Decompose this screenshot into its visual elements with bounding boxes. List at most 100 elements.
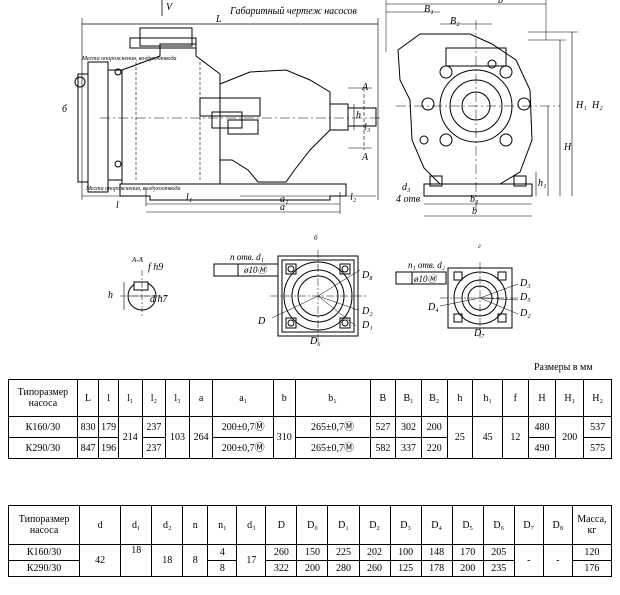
header-cell: Масса, кг [571, 505, 613, 545]
view-b-title: б [314, 234, 318, 242]
label-B2: B₂ [450, 16, 460, 27]
cell-name: К160/30 [7, 544, 81, 561]
flange-mass-table: Типоразмер насоса d d₁ d₂ n n₁ d₃ D D₀ D… [7, 505, 613, 577]
cell-D8: - [542, 544, 573, 577]
cell-b: 310 [272, 416, 296, 459]
cell-H2: 537 [583, 416, 612, 438]
header-cell: D₀ [296, 505, 329, 545]
note-drain-bottom: Места опорожнения, воздухоотвода [85, 185, 180, 192]
cell-B1: 302 [395, 416, 422, 438]
label-b-bottom: b [472, 206, 477, 217]
cell-D3: 125 [389, 560, 422, 577]
header-cell: n₁ [207, 505, 238, 545]
section-f: f h9 [148, 262, 163, 273]
label-A-bottom: A [361, 152, 369, 163]
label-h: h [356, 110, 361, 121]
label-l3: l₃ [364, 122, 371, 133]
cell-a1: 200±0,7Ⓜ [212, 437, 274, 459]
cell-d1: 18 [120, 544, 153, 577]
header-cell: b₁ [294, 379, 371, 417]
header-cell: D₅ [451, 505, 484, 545]
table-row: К160/30 830 179 214 237 103 264 200±0,7Ⓜ… [8, 416, 612, 459]
header-cell: D₇ [513, 505, 544, 545]
view-b-D: D [257, 316, 266, 327]
label-l2: l₂ [350, 192, 357, 203]
label-4-holes: 4 отв [396, 194, 421, 205]
cell-H: 480 [527, 416, 557, 438]
cell-D1: 225 [327, 544, 360, 561]
cell-D7: - [513, 544, 544, 577]
cell-B: 527 [369, 416, 397, 438]
cell-b1: 265±0,7Ⓜ [294, 437, 371, 459]
units-note: Размеры в мм [534, 362, 593, 373]
view-g-D4: D₄ [427, 302, 439, 313]
cell-D6: 235 [482, 560, 515, 577]
label-b-arrow: б [62, 104, 68, 115]
header-cell: n [182, 505, 209, 545]
cell-name: К160/30 [8, 416, 78, 438]
view-b-D6: D₆ [309, 336, 321, 347]
cell-mass: 176 [571, 560, 613, 577]
cell-D5: 170 [451, 544, 484, 561]
cell-D3: 100 [389, 544, 422, 561]
header-cell: b [272, 379, 296, 417]
cell-l: 179 [98, 416, 119, 438]
view-b-D1: D₁ [361, 320, 373, 331]
cell-D0: 200 [296, 560, 329, 577]
header-cell: D₆ [482, 505, 515, 545]
cell-b1: 265±0,7Ⓜ [294, 416, 371, 438]
header-cell: D₁ [327, 505, 360, 545]
cell-n1: 4 [207, 544, 238, 561]
cell-a1: 200±0,7Ⓜ [212, 416, 274, 438]
header-cell: a₁ [212, 379, 274, 417]
cell-l2: 237 [141, 416, 167, 438]
cell-a: 264 [188, 416, 214, 459]
header-cell: l₃ [165, 379, 190, 417]
label-V: V [166, 2, 174, 13]
label-a: a [280, 202, 285, 213]
cell-mass: 120 [571, 544, 613, 561]
label-h1: h₁ [538, 178, 546, 189]
cell-B2: 220 [420, 437, 448, 459]
cell-B1: 337 [395, 437, 422, 459]
header-cell: l₁ [117, 379, 143, 417]
table-row: К290/30 847 196 237 200±0,7Ⓜ 265±0,7Ⓜ 58… [8, 437, 612, 459]
header-cell: a [188, 379, 214, 417]
cell-l2: 237 [141, 437, 167, 459]
label-l: l [116, 200, 119, 211]
cell-D4: 148 [420, 544, 453, 561]
view-g-holes: n₁ отв. d₂ [408, 260, 445, 270]
cell-d3: 17 [236, 544, 267, 577]
header-cell: l [98, 379, 119, 417]
cell-D4: 178 [420, 560, 453, 577]
header-cell: D₃ [389, 505, 422, 545]
cell-n1: 8 [207, 560, 238, 577]
label-d3: d₃ [402, 182, 411, 193]
header-cell: h [446, 379, 474, 417]
view-g-D3: D₃ [519, 278, 531, 289]
header-cell: h₁ [472, 379, 503, 417]
header-cell: Типоразмер насоса [8, 379, 78, 417]
cell-h: 25 [446, 416, 474, 459]
section-d: d h7 [150, 294, 169, 305]
section-title: A-A [131, 256, 144, 264]
header-cell: H₁ [555, 379, 585, 417]
pump-outline-drawing: Габаритный чертеж насосов V L б l l₁ a₁ … [62, 0, 603, 347]
cell-D5: 200 [451, 560, 484, 577]
cell-name: К290/30 [8, 437, 78, 459]
view-b-D8: D₈ [361, 270, 373, 281]
label-L: L [215, 14, 222, 25]
label-a1: a₁ [280, 194, 288, 205]
cell-name: К290/30 [7, 560, 81, 577]
header-cell: D₄ [420, 505, 453, 545]
header-cell: H [527, 379, 557, 417]
view-g-D2: D₂ [519, 308, 531, 319]
cell-l3: 103 [165, 416, 190, 459]
cell-L: 830 [76, 416, 100, 438]
header-cell: f [502, 379, 529, 417]
view-b-tol: ø10Ⓜ [243, 265, 269, 275]
label-b1: b₁ [470, 194, 478, 205]
cell-l: 196 [98, 437, 119, 459]
label-H2: H₂ [591, 100, 603, 111]
section-h: h [108, 290, 113, 301]
